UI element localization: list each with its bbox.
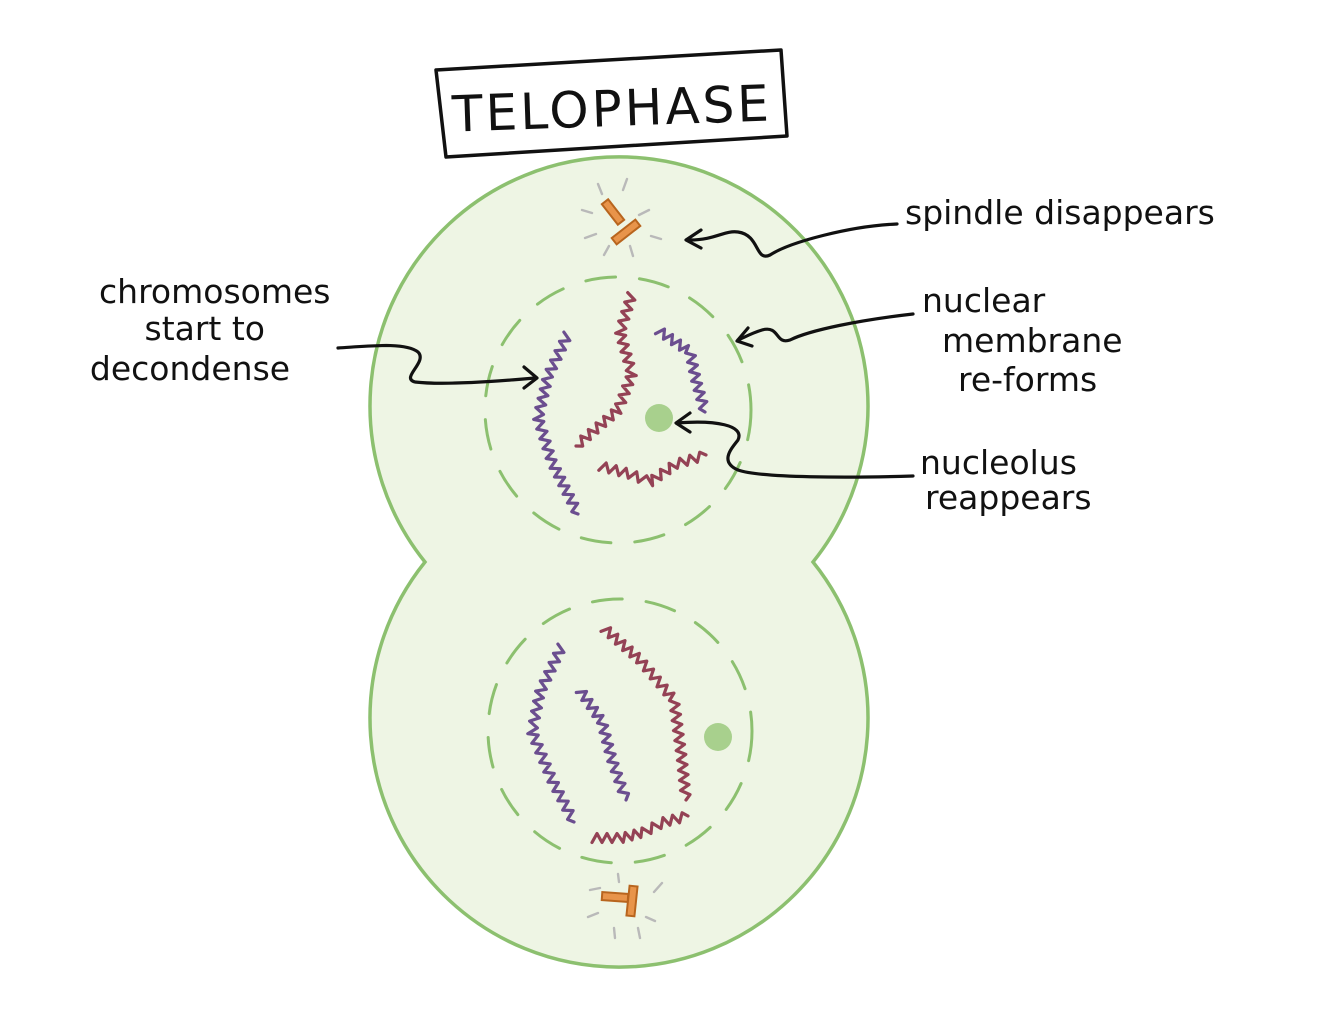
membrane-label-group: nuclear membrane re-forms	[735, 281, 1133, 399]
title-box: TELOPHASE	[434, 48, 789, 159]
upper-centriole	[600, 197, 642, 246]
nucleolus-label: nucleolus reappears	[920, 443, 1092, 517]
upper-nucleolus	[645, 404, 673, 432]
chromosome-upper-red-center	[574, 291, 638, 448]
chromosome-lower-purple-left	[526, 642, 576, 824]
nucleolus-label-group: nucleolus reappears	[674, 411, 1092, 517]
membrane-label: nuclear membrane re-forms	[922, 281, 1133, 399]
lower-nuclear-membrane	[486, 597, 754, 865]
spindle-label-group: spindle disappears	[684, 193, 1215, 258]
chromosome-upper-purple-left	[532, 330, 580, 516]
dividing-cell	[368, 155, 870, 969]
upper-spindle-remnants	[580, 177, 663, 258]
chromosomes-arrow	[336, 343, 537, 385]
lower-spindle-remnants	[586, 872, 664, 940]
chromosome-upper-purple-right	[653, 327, 709, 414]
lower-centriole	[600, 884, 639, 918]
upper-nuclear-membrane	[483, 275, 753, 545]
chromosomes-label: chromosomes start to decondense	[90, 272, 341, 388]
page-title: TELOPHASE	[450, 74, 773, 143]
chromosome-upper-red-bottom	[597, 450, 708, 488]
chromosome-lower-red-bottom	[590, 811, 690, 845]
spindle-arrow	[688, 222, 899, 258]
chromosome-lower-red-center	[599, 626, 692, 802]
membrane-arrow	[736, 312, 915, 343]
chromosome-lower-purple-middle	[574, 689, 631, 802]
spindle-label: spindle disappears	[905, 193, 1215, 232]
chromosomes	[526, 291, 709, 845]
nucleolus-arrow	[675, 420, 915, 479]
chromosomes-label-group: chromosomes start to decondense	[90, 272, 539, 390]
lower-nucleolus	[704, 723, 732, 751]
